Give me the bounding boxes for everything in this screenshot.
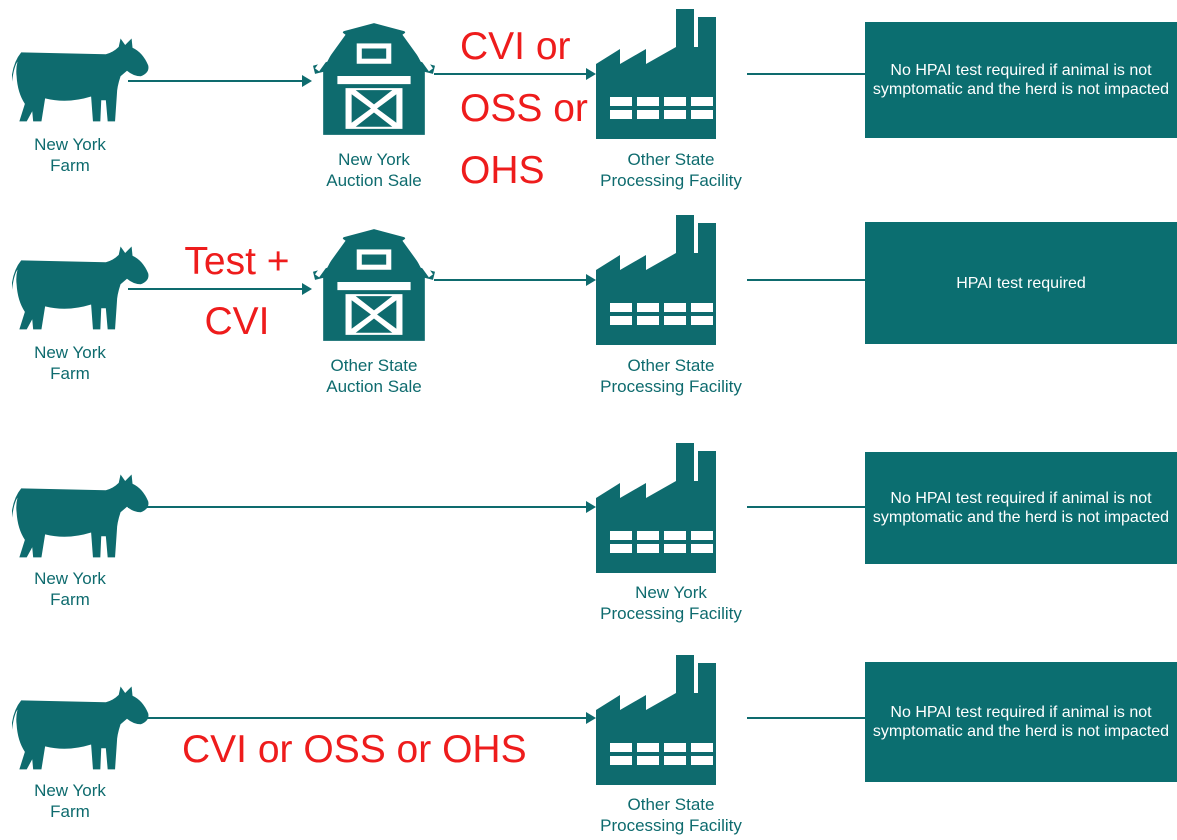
pathway-row-3: New York Farm New York Processing Facili…	[0, 420, 1177, 630]
annotation-label: CVI or OSS or OHS	[182, 728, 527, 771]
pathway-row-2: New York Farm Test + CVI Other State Auc…	[0, 210, 1177, 420]
auction-label: New York Auction Sale	[326, 150, 422, 190]
farm-label: New York Farm	[34, 343, 106, 383]
facility-label: Other State Processing Facility	[600, 356, 742, 396]
farm-label: New York Farm	[34, 569, 106, 609]
facility-label: Other State Processing Facility	[600, 150, 742, 190]
flow-arrow	[434, 68, 596, 80]
requirement-box: No HPAI test required if animal is not s…	[865, 22, 1177, 138]
cow-icon	[12, 680, 150, 775]
factory-icon	[596, 440, 726, 576]
connector-line	[747, 279, 865, 281]
requirement-box: HPAI test required	[865, 222, 1177, 344]
auction-label: Other State Auction Sale	[326, 356, 422, 396]
requirement-box: No HPAI test required if animal is not s…	[865, 662, 1177, 782]
barn-icon	[313, 226, 435, 344]
factory-icon	[596, 6, 726, 142]
factory-icon	[596, 212, 726, 348]
factory-icon	[596, 652, 726, 788]
annotation-label: CVI or OSS or OHS	[460, 25, 588, 192]
connector-line	[747, 73, 865, 75]
flow-arrow	[128, 501, 596, 513]
flow-arrow	[128, 75, 312, 87]
pathway-row-1: New York Farm New York Auction Sale CVI …	[0, 0, 1177, 210]
flow-arrow	[128, 712, 596, 724]
flow-arrow	[128, 283, 312, 295]
pathway-row-4: New York Farm CVI or OSS or OHS Other St…	[0, 630, 1177, 840]
cow-icon	[12, 468, 150, 563]
annotation-label: Test + CVI	[184, 240, 290, 343]
requirement-box: No HPAI test required if animal is not s…	[865, 452, 1177, 564]
facility-label: New York Processing Facility	[600, 583, 742, 623]
farm-label: New York Farm	[34, 781, 106, 821]
facility-label: Other State Processing Facility	[600, 795, 742, 835]
connector-line	[747, 506, 865, 508]
farm-label: New York Farm	[34, 135, 106, 175]
barn-icon	[313, 20, 435, 138]
flow-arrow	[434, 274, 596, 286]
connector-line	[747, 717, 865, 719]
